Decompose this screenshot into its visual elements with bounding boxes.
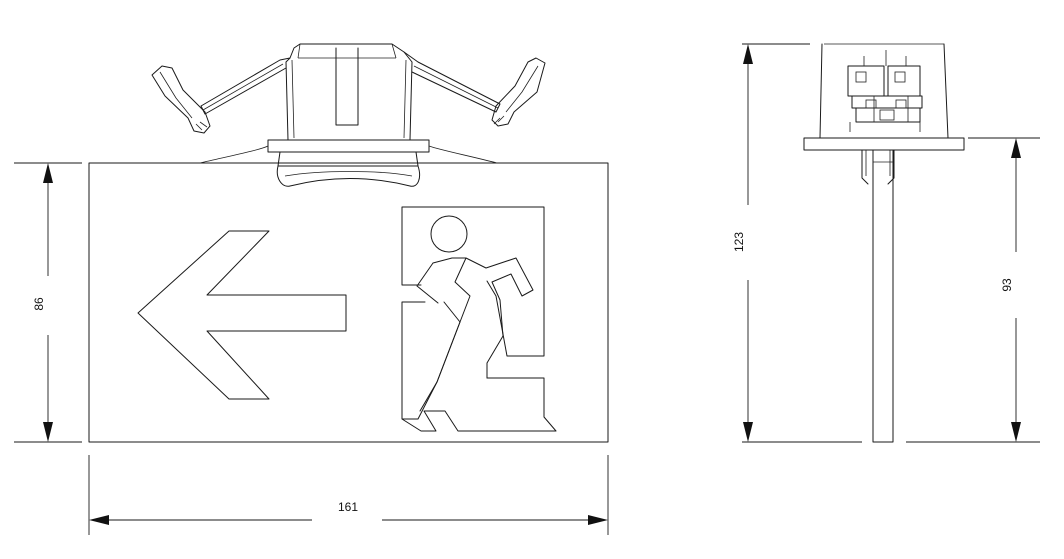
- front-view: 86 161: [14, 43, 609, 535]
- dimension-height-total: 123: [732, 43, 862, 443]
- dimension-width-front: 161: [88, 455, 609, 535]
- side-total-height-label: 123: [732, 232, 746, 252]
- front-width-label: 161: [338, 500, 358, 514]
- right-spring-clip: [403, 51, 546, 127]
- side-flange: [803, 137, 965, 151]
- front-height-label: 86: [32, 297, 46, 311]
- running-man-head: [430, 215, 468, 253]
- terminal-block: [847, 50, 923, 132]
- dimension-height-sign: 93: [906, 137, 1040, 443]
- side-sign-height-label: 93: [1000, 278, 1014, 292]
- sign-panel: [88, 162, 609, 443]
- dimension-height-front: 86: [14, 162, 82, 443]
- side-view: 123 93: [732, 43, 1040, 443]
- running-man-figure: [416, 257, 534, 412]
- left-spring-clip: [151, 57, 291, 134]
- running-man-frame: [401, 206, 557, 432]
- side-sign-plate: [872, 149, 894, 443]
- arrow-left-symbol: [137, 230, 347, 400]
- mounting-housing: [199, 43, 498, 187]
